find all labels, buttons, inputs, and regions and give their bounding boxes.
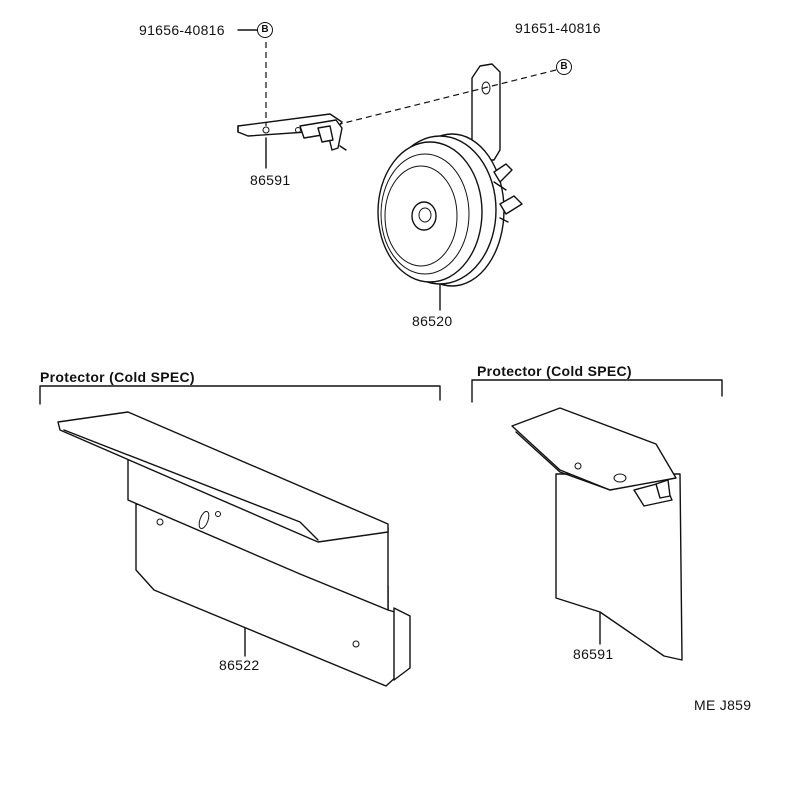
callout-protector-left: 86522 xyxy=(219,657,260,673)
figure-code: ME J859 xyxy=(694,697,752,713)
horn-drawing xyxy=(377,63,523,287)
callout-bracket-upper: 86591 xyxy=(250,172,291,188)
group-title-left: Protector (Cold SPEC) xyxy=(40,369,195,385)
bolt-marker-left: B xyxy=(257,22,273,38)
callout-protector-right: 86591 xyxy=(573,646,614,662)
protector-right-drawing xyxy=(511,407,683,661)
bracket-upper-drawing xyxy=(237,113,347,151)
bolt-marker-right: B xyxy=(556,59,572,75)
group-title-right: Protector (Cold SPEC) xyxy=(477,363,632,379)
callout-bolt-left: 91656-40816 xyxy=(139,22,225,38)
protector-left-drawing xyxy=(57,411,411,687)
callout-bolt-right: 91651-40816 xyxy=(515,20,601,36)
callout-horn: 86520 xyxy=(412,313,453,329)
right-group-bracket xyxy=(471,379,723,403)
bolt-right-leader xyxy=(339,69,557,125)
left-group-bracket xyxy=(39,385,441,405)
